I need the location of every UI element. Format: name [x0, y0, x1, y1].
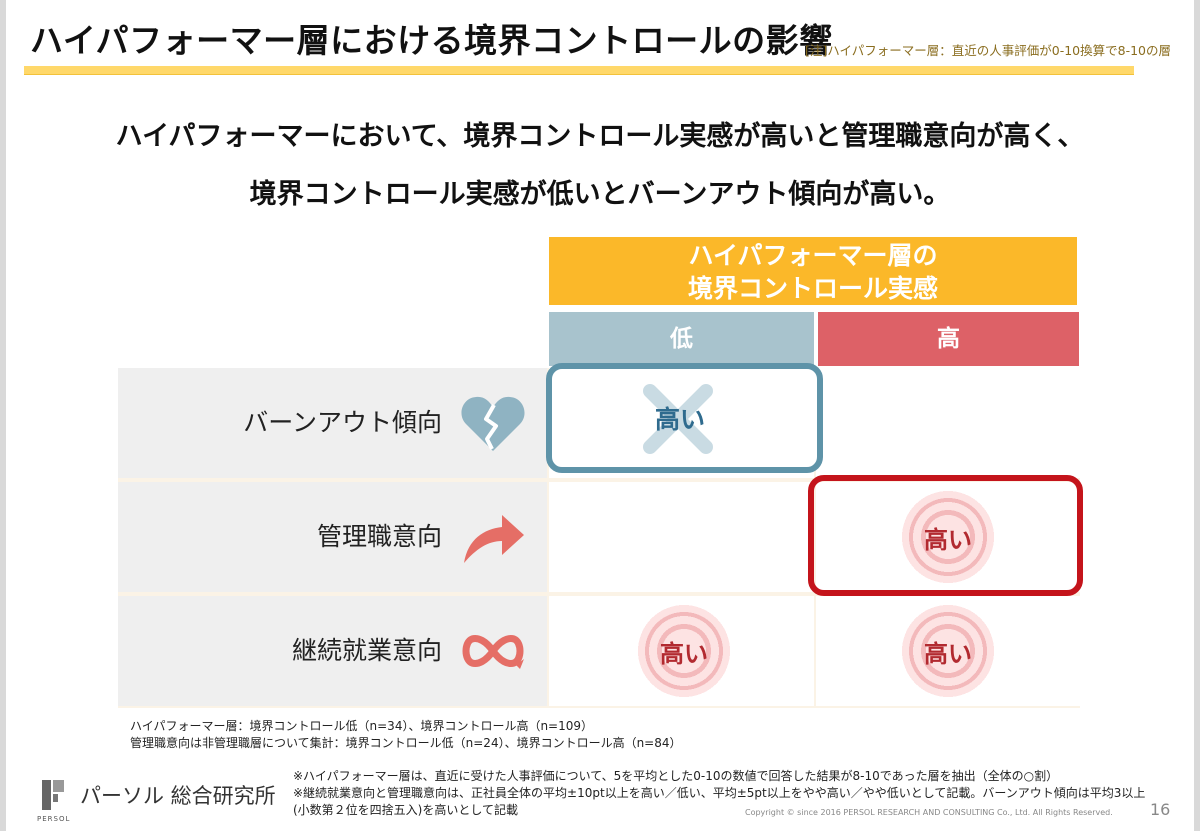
- logo-text: パーソル 総合研究所: [80, 784, 276, 808]
- highlight-box-red: [808, 475, 1083, 596]
- footnote-1: ※ハイパフォーマー層は、直近に受けた人事評価について、5を平均とした0-10の数…: [293, 769, 1059, 783]
- row-label-text: 継続就業意向: [291, 636, 442, 665]
- footnote-2: ※継続就業意向と管理職意向は、正社員全体の平均±10pt以上を高い／低い、平均±…: [293, 786, 1146, 800]
- page-title: ハイパフォーマー層における境界コントロールの影響: [30, 21, 833, 60]
- cell-value-burnout-low: 高い: [654, 405, 705, 434]
- cell-management-low: [549, 482, 814, 592]
- logo-subtext: PERSOL: [37, 815, 71, 823]
- cell-value-retention-high: 高い: [924, 639, 972, 668]
- column-header-high: 高: [818, 312, 1079, 366]
- cell-value-management-high: 高い: [924, 525, 972, 554]
- highlight-box-blue: [546, 363, 823, 473]
- row-label-management: 管理職意向: [118, 482, 547, 592]
- row-label-burnout: バーンアウト傾向: [118, 368, 547, 478]
- target-circle-management-high: 高い: [893, 482, 1003, 592]
- left-frame: [0, 0, 6, 831]
- right-frame: [1194, 0, 1200, 831]
- broken-heart-icon: [461, 396, 525, 451]
- row-label-text: 管理職意向: [316, 522, 442, 551]
- sample-note-2: 管理職意向は非管理職層について集計：境界コントロール低（n=24）、境界コントロ…: [130, 736, 682, 750]
- cross-mark-icon: [643, 384, 713, 454]
- copyright: Copyright © since 2016 PERSOL RESEARCH A…: [745, 808, 1113, 817]
- target-circle-retention-low: 高い: [629, 596, 739, 706]
- column-header-low: 低: [549, 312, 814, 366]
- footnote-3: (小数第２位を四捨五入)を高いとして記載: [293, 803, 519, 817]
- title-underline: [24, 66, 1134, 75]
- title-note: [注]ハイパフォーマー層：直近の人事評価が0-10換算で8-10の層: [805, 43, 1171, 58]
- page-number: 16: [1150, 800, 1171, 819]
- row-label-text: バーンアウト傾向: [243, 408, 442, 437]
- curved-arrow-icon: [464, 515, 524, 563]
- persol-logo-icon: [42, 780, 64, 810]
- column-group-header-line-2: 境界コントロール実感: [687, 274, 938, 303]
- column-group-header-line-1: ハイパフォーマー層の: [688, 241, 938, 270]
- cell-value-retention-low: 高い: [660, 639, 708, 668]
- infinity-icon: [462, 635, 524, 669]
- column-group-header: ハイパフォーマー層の 境界コントロール実感: [549, 237, 1077, 305]
- headline-line-1: ハイパフォーマーにおいて、境界コントロール実感が高いと管理職意向が高く、: [115, 121, 1085, 152]
- sample-note-1: ハイパフォーマー層：境界コントロール低（n=34）、境界コントロール高（n=10…: [130, 719, 594, 733]
- headline-line-2: 境界コントロール実感が低いとバーンアウト傾向が高い。: [249, 179, 951, 210]
- target-circle-retention-high: 高い: [893, 596, 1003, 706]
- row-label-retention: 継続就業意向: [118, 596, 547, 706]
- cell-burnout-high: [816, 368, 1081, 478]
